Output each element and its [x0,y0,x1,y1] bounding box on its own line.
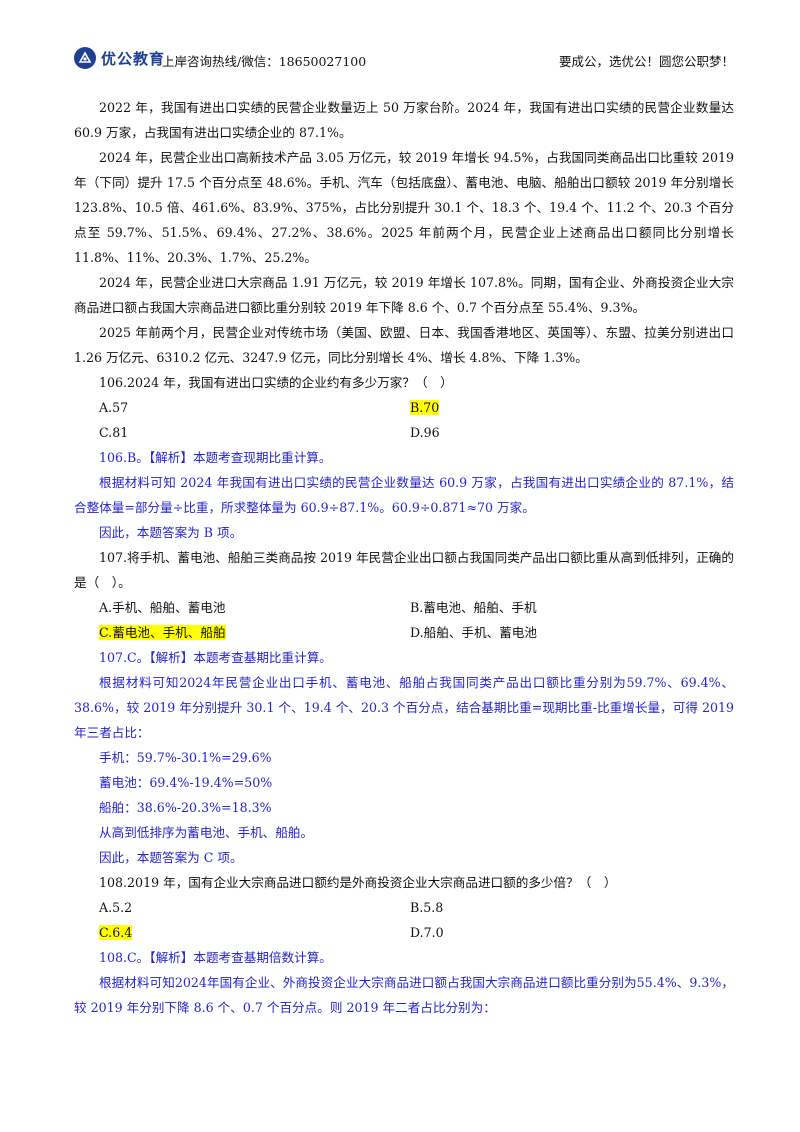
option-108-a: A.5.2 [99,900,133,915]
option-106-b-correct: B.70 [410,400,440,415]
slogan-text: 要成公，选优公！圆您公职梦！ [558,54,734,69]
analysis-107: 手机：59.7%-30.1%=29.6% [99,750,272,765]
question-106-options-row: A.57 B.70 [74,395,734,420]
option-107-b: B.蓄电池、船舶、手机 [410,600,537,615]
question-107-options-row: A.手机、船舶、蓄电池 B.蓄电池、船舶、手机 [74,595,734,620]
analysis-107: 因此，本题答案为 C 项。 [99,850,243,865]
page-header: 优公教育 上岸咨询热线/微信：18650027100 要成公，选优公！圆您公职梦… [74,45,734,73]
logo-text: 优公教育 [101,49,166,68]
option-106-c: C.81 [99,425,129,440]
option-108-c-correct: C.6.4 [99,925,133,940]
option-106-d: D.96 [410,425,440,440]
answer-106: 106.B。【解析】本题考查现期比重计算。 [99,450,332,465]
option-107-a: A.手机、船舶、蓄电池 [99,600,226,615]
analysis-108: 根据材料可知2024年国有企业、外商投资企业大宗商品进口额占我国大宗商品进口额比… [74,975,734,1015]
analysis-107: 蓄电池：69.4%-19.4%=50% [99,775,273,790]
material-paragraph: 2022 年，我国有进出口实绩的民营企业数量迈上 50 万家台阶。2024 年，… [74,100,734,140]
question-108-options-row: A.5.2 B.5.8 [74,895,734,920]
option-107-c-correct: C.蓄电池、手机、船舶 [99,625,226,640]
logo-mark-icon [74,47,96,69]
answer-107: 107.C。【解析】本题考查基期比重计算。 [99,650,332,665]
question-106-stem: 106.2024 年，我国有进出口实绩的企业约有多少万家？（ ） [99,375,453,390]
question-108-options-row: C.6.4 D.7.0 [74,920,734,945]
material-paragraph: 2024 年，民营企业进口大宗商品 1.91 万亿元，较 2019 年增长 10… [74,275,734,315]
analysis-107: 根据材料可知2024年民营企业出口手机、蓄电池、船舶占我国同类产品出口额比重分别… [74,675,734,740]
question-107-stem: 107.将手机、蓄电池、船舶三类商品按 2019 年民营企业出口额占我国同类产品… [74,550,734,590]
option-108-b: B.5.8 [410,900,444,915]
question-106-options-row: C.81 D.96 [74,420,734,445]
option-106-a: A.57 [99,400,129,415]
document-body: 2022 年，我国有进出口实绩的民营企业数量迈上 50 万家台阶。2024 年，… [74,95,734,1020]
question-108-stem: 108.2019 年，国有企业大宗商品进口额约是外商投资企业大宗商品进口额的多少… [99,875,617,890]
hotline-text: 上岸咨询热线/微信：18650027100 [162,54,367,69]
option-108-d: D.7.0 [410,925,444,940]
analysis-106: 因此，本题答案为 B 项。 [99,525,243,540]
brand-logo: 优公教育 [74,47,165,69]
analysis-107: 船舶：38.6%-20.3%=18.3% [99,800,272,815]
material-paragraph: 2024 年，民营企业出口高新技术产品 3.05 万亿元，较 2019 年增长 … [74,150,734,265]
analysis-106: 根据材料可知 2024 年我国有进出口实绩的民营企业数量达 60.9 万家，占我… [74,475,734,515]
answer-108: 108.C。【解析】本题考查基期倍数计算。 [99,950,332,965]
question-107-options-row: C.蓄电池、手机、船舶 D.船舶、手机、蓄电池 [74,620,734,645]
option-107-d: D.船舶、手机、蓄电池 [410,625,537,640]
analysis-107: 从高到低排序为蓄电池、手机、船舶。 [99,825,314,840]
material-paragraph: 2025 年前两个月，民营企业对传统市场（美国、欧盟、日本、我国香港地区、英国等… [74,325,734,365]
